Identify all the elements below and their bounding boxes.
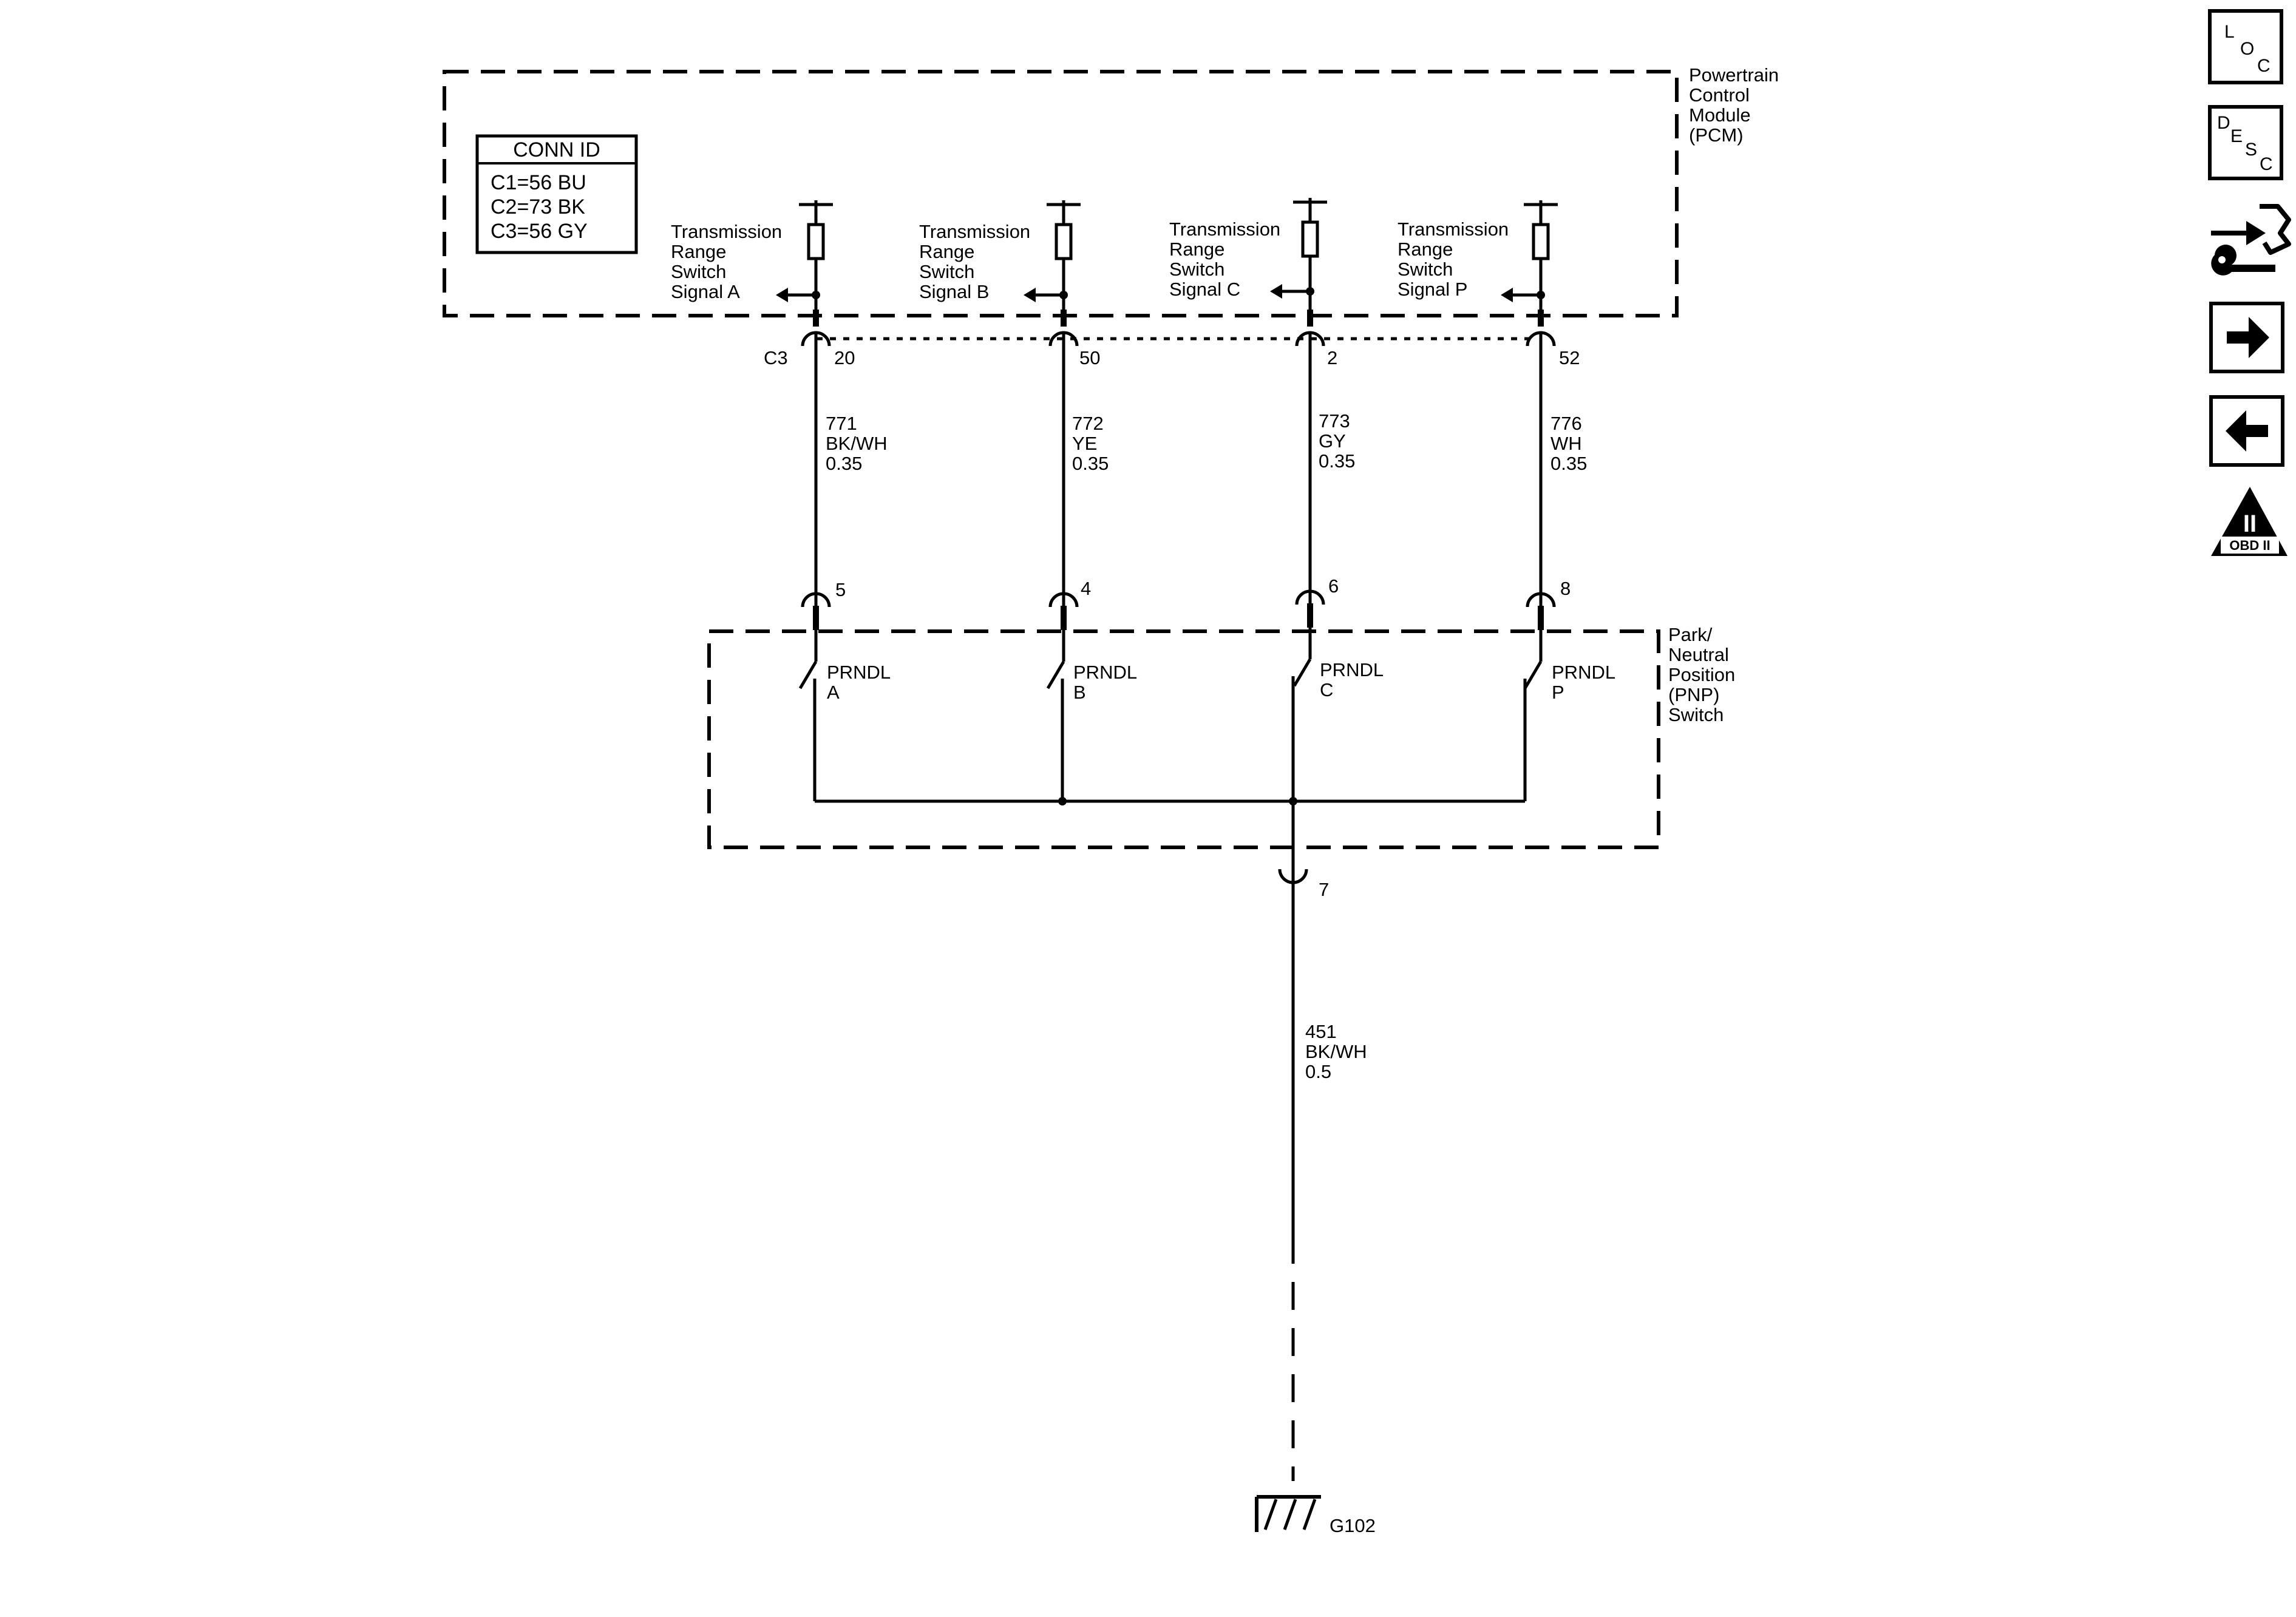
- next-arrow-icon[interactable]: [2209, 302, 2284, 373]
- ground-symbol: [1255, 1495, 1321, 1532]
- desc-icon[interactable]: D E S C: [2208, 105, 2283, 180]
- connector-c3-label: C3: [764, 347, 788, 368]
- pnp-pin-6: 6: [1328, 575, 1339, 597]
- svg-text:OBD II: OBD II: [2229, 538, 2270, 553]
- ground-circuit: [1278, 801, 1308, 1481]
- signal-a-circuit: [776, 200, 833, 801]
- ground-g102-label: G102: [1330, 1515, 1376, 1536]
- wire-773-label: 773 GY 0.35: [1319, 410, 1355, 472]
- signal-c-label: Transmission Range Switch Signal C: [1169, 219, 1286, 300]
- prndl-switch-blade: [1523, 660, 1543, 690]
- prndl-switch-blade: [798, 660, 818, 690]
- signal-arrow: [1024, 288, 1036, 302]
- pull-up-resistor: [1055, 223, 1073, 260]
- svg-text:S: S: [2245, 140, 2257, 160]
- svg-text:C: C: [2257, 56, 2271, 76]
- signal-p-label: Transmission Range Switch Signal P: [1398, 219, 1514, 300]
- pnp-pin-5: 5: [835, 579, 846, 600]
- pnp-pin-8: 8: [1560, 578, 1571, 599]
- pcm-label: Powertrain Control Module (PCM): [1689, 64, 1784, 146]
- pcm-pin-52: 52: [1559, 347, 1580, 368]
- signal-arrow: [1270, 284, 1282, 299]
- svg-text:D: D: [2217, 113, 2230, 133]
- pnp-pin-4: 4: [1081, 578, 1091, 599]
- prndl-a-label: PRNDL A: [827, 662, 895, 703]
- svg-text:O: O: [2240, 39, 2254, 59]
- conn-id-row: C1=56 BU: [491, 171, 586, 194]
- prndl-p-label: PRNDL P: [1552, 662, 1620, 703]
- svg-text:C: C: [2260, 154, 2273, 174]
- pull-up-resistor: [1301, 220, 1319, 258]
- prndl-switch-blade: [1292, 658, 1312, 687]
- pnp-switch-boundary: [707, 629, 1660, 849]
- svg-text:L: L: [2224, 22, 2235, 42]
- conn-id-title: CONN ID: [513, 138, 600, 161]
- obd-ii-icon[interactable]: II OBD II: [2211, 487, 2288, 556]
- previous-arrow-icon[interactable]: [2209, 395, 2284, 467]
- prndl-c-label: PRNDL C: [1320, 659, 1388, 700]
- signal-arrow: [1501, 288, 1513, 302]
- pnp-pin-7: 7: [1319, 879, 1329, 900]
- wire-776-label: 776 WH 0.35: [1550, 413, 1587, 474]
- prndl-switch-blade: [1046, 660, 1065, 690]
- signal-c-circuit: [1270, 198, 1327, 801]
- wire-451-label: 451 BK/WH 0.5: [1305, 1021, 1372, 1082]
- pnp-switch-label: Park/ Neutral Position (PNP) Switch: [1668, 624, 1741, 725]
- prndl-b-label: PRNDL B: [1073, 662, 1142, 703]
- signal-a-label: Transmission Range Switch Signal A: [671, 221, 787, 302]
- signal-arrow: [776, 288, 788, 302]
- pcm-pin-50: 50: [1079, 347, 1100, 368]
- signal-p-circuit: [1501, 200, 1558, 801]
- splice-dot: [1058, 797, 1067, 805]
- conn-id-row: C2=73 BK: [491, 195, 585, 219]
- wire-771-label: 771 BK/WH 0.35: [826, 413, 892, 474]
- wire-772-label: 772 YE 0.35: [1072, 413, 1109, 474]
- conn-id-table: CONN ID C1=56 BU C2=73 BK C3=56 GY: [475, 134, 638, 254]
- conn-id-row: C3=56 GY: [491, 220, 588, 243]
- svg-text:E: E: [2230, 126, 2243, 146]
- pcm-pin-2: 2: [1327, 347, 1337, 368]
- connector-wrench-icon[interactable]: [2211, 204, 2291, 276]
- pull-up-resistor: [807, 223, 825, 260]
- loc-icon[interactable]: L O C: [2208, 9, 2283, 84]
- pull-up-resistor: [1532, 223, 1550, 260]
- signal-b-label: Transmission Range Switch Signal B: [919, 221, 1036, 302]
- svg-text:II: II: [2243, 510, 2257, 537]
- signal-b-circuit: [1024, 200, 1081, 801]
- pcm-pin-20: 20: [834, 347, 855, 368]
